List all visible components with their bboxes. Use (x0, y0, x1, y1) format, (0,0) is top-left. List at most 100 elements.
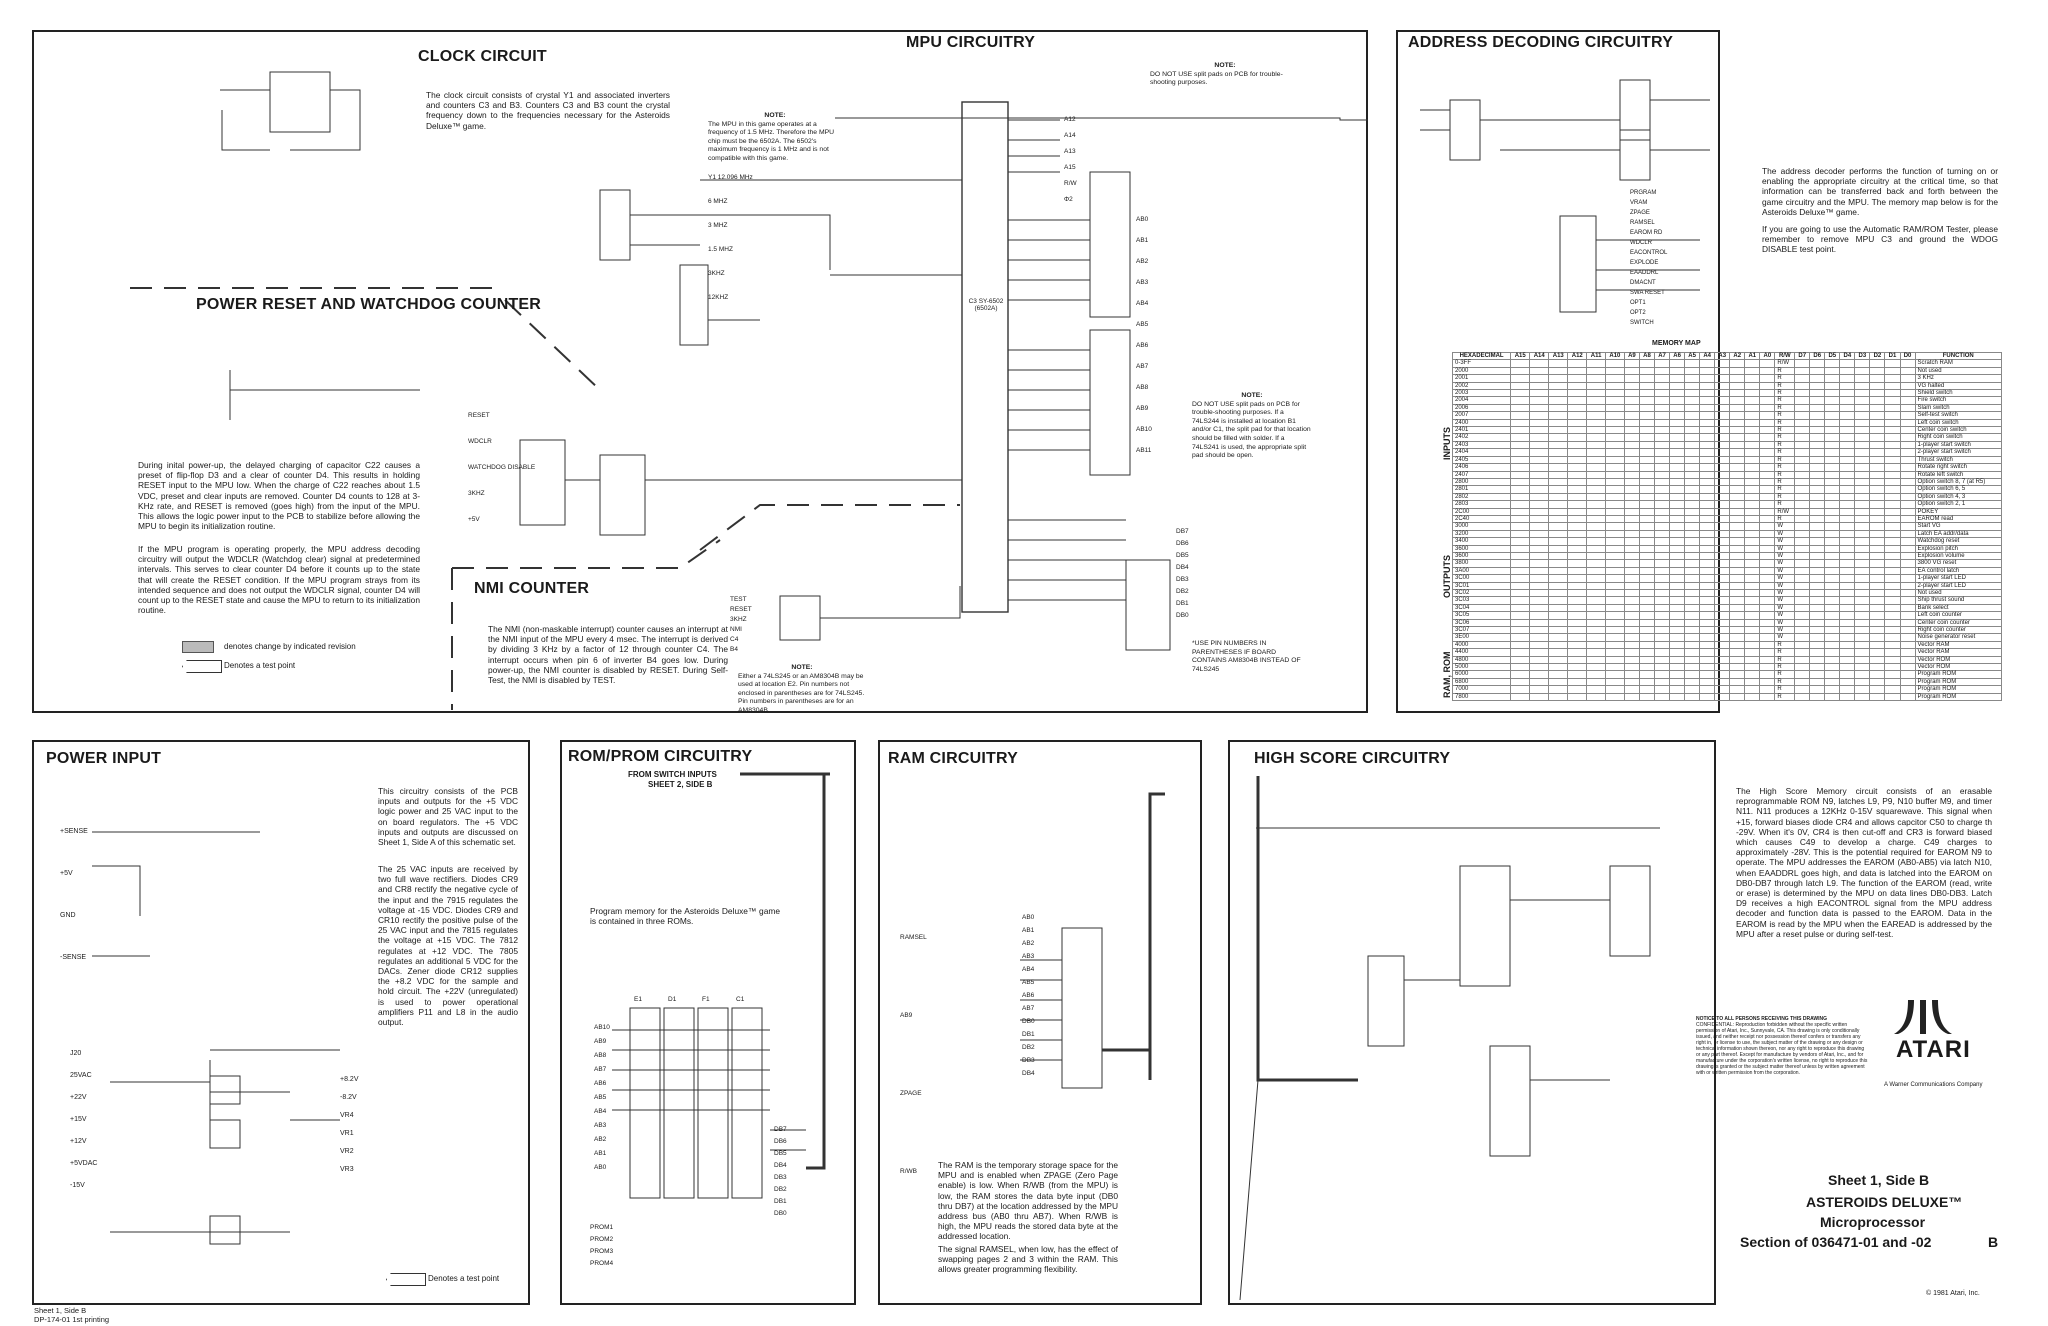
table-cell: 1-player start switch (1914, 440, 2003, 450)
table-cell: Right coin counter (1914, 626, 2003, 635)
ram-text2: The signal RAMSEL, when low, has the eff… (938, 1244, 1118, 1275)
table-cell: 2801 (1451, 485, 1512, 494)
table-cell: Option switch 6, 5 (1914, 485, 2003, 494)
mpu-signal: A15 (1064, 164, 1076, 171)
latch-n10 (1367, 955, 1405, 1047)
table-cell: 2403 (1451, 440, 1512, 450)
table-cell: 2405 (1451, 455, 1512, 465)
rom-data-signal: DB4 (774, 1162, 787, 1169)
address-signal: OPT2 (1630, 310, 1646, 316)
prom-signal: PROM4 (590, 1260, 614, 1267)
memory-map-title: MEMORY MAP (1652, 340, 1701, 347)
table-cell (1567, 396, 1588, 405)
title-game: ASTEROIDS DELUXE™ (1806, 1194, 1963, 1210)
table-cell: 2402 (1451, 433, 1512, 442)
table-cell: Explosion volume (1914, 551, 2003, 561)
power-input-title: POWER INPUT (46, 750, 162, 767)
ram-signal: AB6 (1022, 992, 1035, 999)
nmi-signal: C4 (730, 636, 739, 643)
ram-control-signal: AB9 (900, 1012, 913, 1019)
table-cell: Scratch RAM (1914, 359, 2003, 368)
mpu-signal: DB6 (1176, 540, 1189, 547)
mpu-signal: AB0 (1136, 216, 1149, 223)
reset-signal: 3KHZ (468, 490, 485, 497)
ram-chip-m1 (1061, 927, 1103, 1089)
table-cell (1567, 381, 1588, 391)
address-signal: WDCLR (1630, 240, 1652, 246)
note-text: DO NOT USE split pads on PCB for trouble… (1150, 70, 1283, 87)
ram-signal: AB2 (1022, 940, 1035, 947)
table-cell: Option switch 8, 7 (at R5) (1914, 477, 2003, 487)
address-text1: The address decoder performs the functio… (1762, 166, 1998, 217)
memory-map-col-header: A0 (1759, 351, 1776, 361)
mpu-note-pinnumbers: *USE PIN NUMBERS IN PARENTHESES IF BOARD… (1192, 640, 1301, 673)
nmi-title: NMI COUNTER (474, 580, 590, 597)
table-cell (1567, 470, 1588, 479)
power-testpoint-icon (386, 1273, 426, 1286)
rom-from-line1: FROM SWITCH INPUTS (628, 770, 717, 779)
ram-control-signal: R/WB (900, 1168, 917, 1175)
table-cell: Option switch 2, 1 (1914, 500, 2003, 509)
table-cell: 2006 (1451, 403, 1512, 413)
regulator-vr2 (209, 1215, 241, 1245)
mpu-signal: AB3 (1136, 279, 1149, 286)
rom-data-signal: DB1 (774, 1198, 787, 1205)
ram-signal: AB3 (1022, 953, 1035, 960)
address-signal: VRAM (1630, 200, 1648, 206)
address-signal: PRGRAM (1630, 190, 1657, 196)
decoder-chip-2 (1619, 79, 1651, 141)
power-signal: -SENSE (60, 954, 87, 961)
table-cell (1759, 477, 1776, 487)
nmi-signal: 3KHZ (730, 616, 747, 623)
mpu-c3-chip (961, 101, 1009, 613)
mpu-note-transceiver: NOTE: Either a 74LS245 or an AM8304B may… (738, 664, 866, 716)
table-cell (1567, 366, 1588, 376)
ram-signal: DB1 (1022, 1031, 1035, 1038)
rom-address-signal: AB7 (594, 1066, 607, 1073)
rom-data-signal: DB7 (774, 1126, 787, 1133)
reset-signal: WATCHDOG DISABLE (468, 464, 536, 471)
clock-crystal-block (269, 71, 331, 133)
mpu-signal: A12 (1064, 116, 1076, 123)
address-signal: OPT1 (1630, 300, 1646, 306)
address-signal: EAADDRL (1630, 270, 1659, 276)
table-cell: Left coin counter (1914, 611, 2003, 620)
footer-printing: DP-174-01 1st printing (34, 1315, 110, 1324)
mpu-signal: DB7 (1176, 528, 1189, 535)
mpu-signal: Φ2 (1064, 196, 1073, 203)
table-cell (1759, 426, 1776, 435)
table-cell: 2002 (1451, 381, 1512, 391)
table-cell (1759, 470, 1776, 479)
table-cell (1759, 692, 1776, 702)
mpu-signal: DB1 (1176, 600, 1189, 607)
buffer-c1 (1089, 329, 1131, 476)
address-title: ADDRESS DECODING CIRCUITRY (1408, 34, 1674, 51)
prom-signal: PROM3 (590, 1248, 614, 1255)
mpu-signal: DB2 (1176, 588, 1189, 595)
table-cell (1759, 433, 1776, 442)
atari-logo-text: ATARI (1896, 1036, 1971, 1063)
counter-c3 (599, 189, 631, 261)
clock-signal: 3KHZ (708, 270, 725, 277)
power-reset-text2: If the MPU program is operating properly… (138, 544, 420, 616)
hiscore-text: The High Score Memory circuit consists o… (1736, 786, 1992, 939)
title-sheet: Sheet 1, Side B (1828, 1172, 1930, 1188)
mpu-signal: AB4 (1136, 300, 1149, 307)
rom-address-signal: AB8 (594, 1052, 607, 1059)
memory-map-col-header: A12 (1567, 351, 1588, 361)
transceiver-e2 (1125, 559, 1171, 651)
notice-head: NOTICE TO ALL PERSONS RECEIVING THIS DRA… (1696, 1016, 1828, 1022)
memory-map-col-header: FUNCTION (1914, 351, 2003, 361)
address-signal: EAROM RD (1630, 230, 1663, 236)
